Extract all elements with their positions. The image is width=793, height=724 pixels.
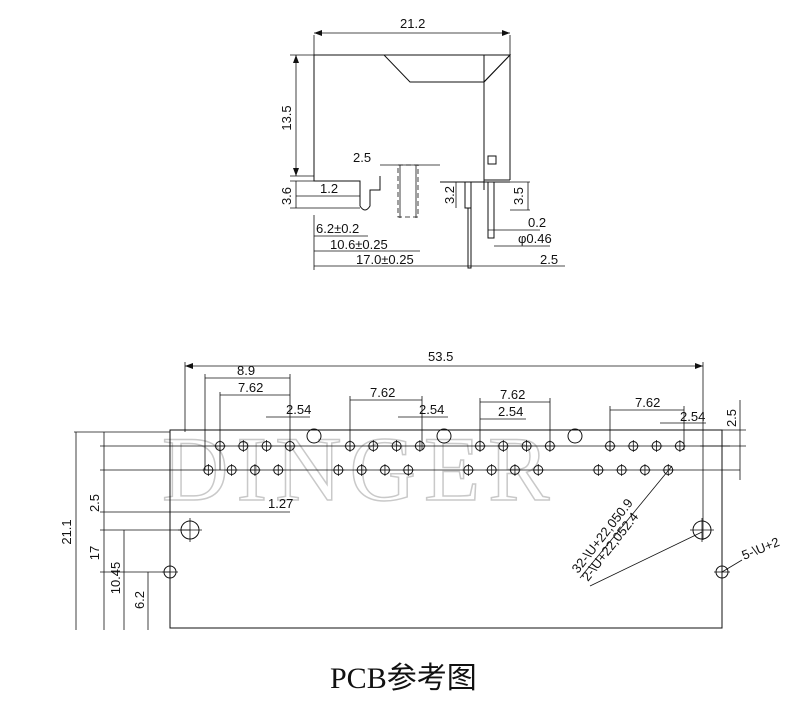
side-view: 21.2 13.5 3.6 1.2 2.5 — [279, 16, 565, 270]
pcb-caption: PCB参考图 — [330, 662, 477, 695]
dim-7-62-b: 7.62 — [370, 385, 395, 400]
hole-note-c: 5-\U+2 — [740, 534, 782, 563]
led-hole-3 — [567, 428, 583, 444]
dim-pin-thk: 0.2 — [528, 215, 546, 230]
dim-pin-height-b: 3.5 — [511, 187, 526, 205]
dim-pin-off: 2.5 — [540, 252, 558, 267]
dim-2-54-b: 2.54 — [419, 402, 444, 417]
dim-tol-c: 17.0±0.25 — [356, 252, 414, 267]
dim-2-54-d: 2.54 — [680, 409, 705, 424]
dim-left-height: 3.6 — [279, 187, 294, 205]
dim-right-2-5: 2.5 — [724, 409, 739, 427]
led-hole-2 — [436, 428, 452, 444]
led-hole-1 — [306, 428, 322, 444]
dim-7-62-d: 7.62 — [635, 395, 660, 410]
dim-6-2: 6.2 — [132, 591, 147, 609]
dim-8-9: 8.9 — [237, 363, 255, 378]
dim-1-27: 1.27 — [268, 496, 293, 511]
dim-17: 17 — [87, 546, 102, 560]
dim-tol-b: 10.6±0.25 — [330, 237, 388, 252]
dim-7-62-c: 7.62 — [500, 387, 525, 402]
dim-pin-dia: φ0.46 — [518, 231, 552, 246]
dim-tol-a: 6.2±0.2 — [316, 221, 359, 236]
dim-2-5-left: 2.5 — [87, 494, 102, 512]
dim-height: 13.5 — [279, 105, 294, 130]
dim-10-45: 10.45 — [108, 562, 123, 595]
watermark-text: DINGER — [162, 418, 558, 520]
dim-7-62-a: 7.62 — [238, 380, 263, 395]
dim-2-54-a: 2.54 — [286, 402, 311, 417]
dim-pin-pitch: 2.5 — [353, 150, 371, 165]
dim-2-54-c: 2.54 — [498, 404, 523, 419]
dim-pin-height-a: 3.2 — [442, 186, 457, 204]
pcb-view: DINGER 53.5 8.9 7.62 2.54 7.62 2.54 7.62 — [59, 349, 782, 695]
dim-width-top: 21.2 — [400, 16, 425, 31]
dim-overall-width: 53.5 — [428, 349, 453, 364]
dim-left-offset: 1.2 — [320, 181, 338, 196]
pin-holes — [202, 440, 686, 476]
dim-21-1: 21.1 — [59, 519, 74, 544]
